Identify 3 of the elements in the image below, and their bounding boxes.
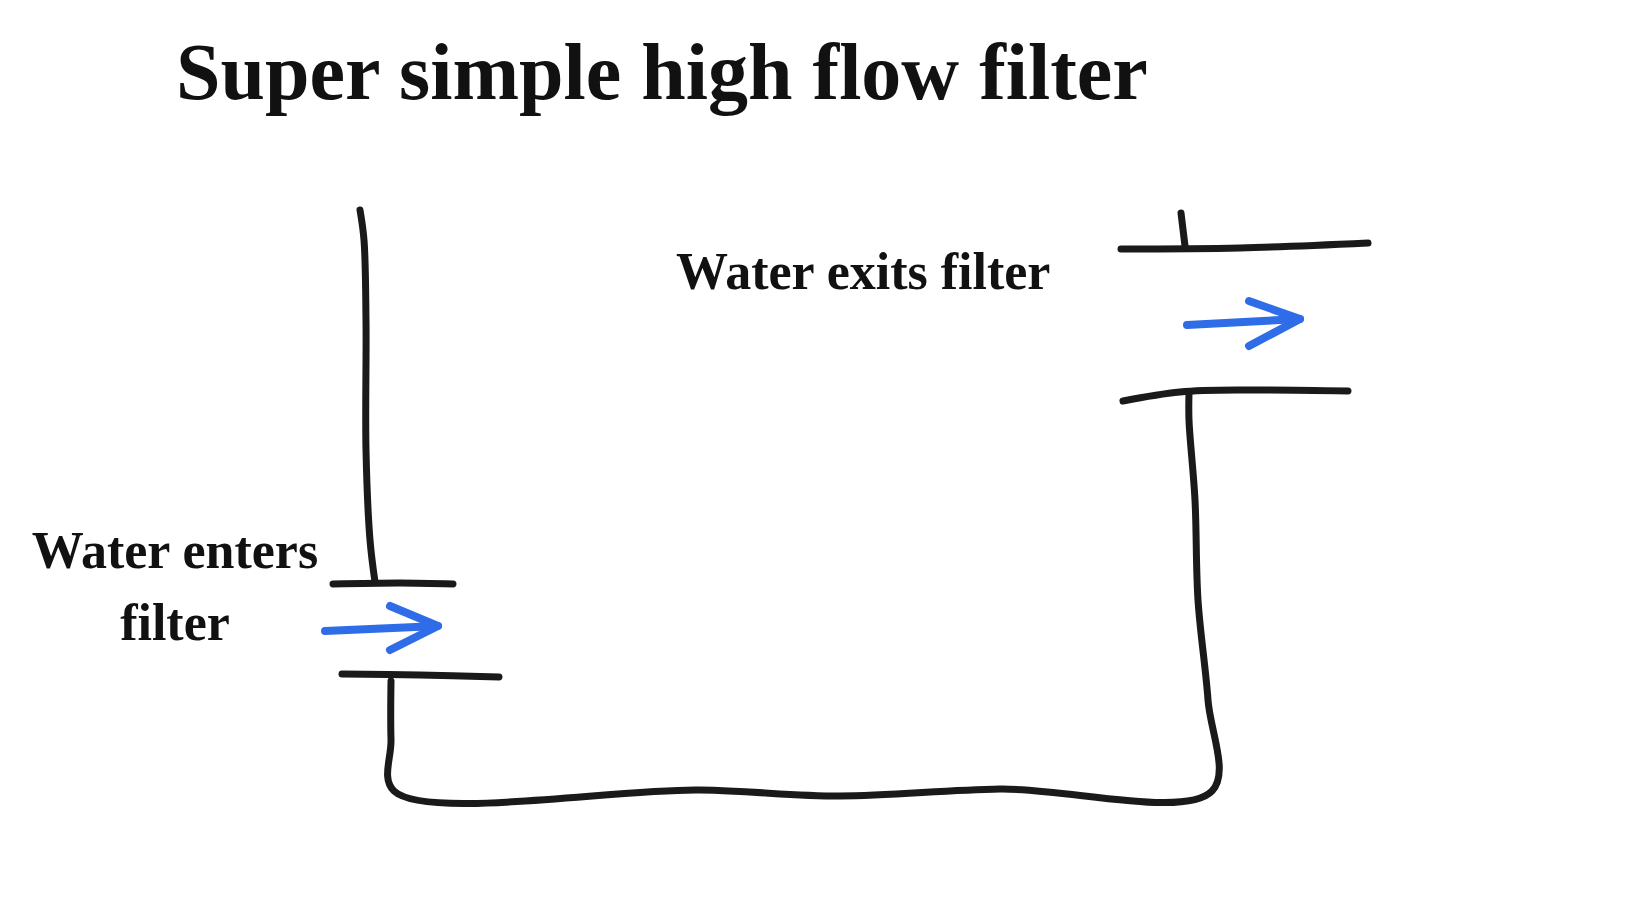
- title: Super simple high flow filter: [176, 28, 1148, 116]
- flow-label: Water enters filter: [30, 521, 320, 653]
- flow-label: Water exits filter: [676, 242, 1052, 302]
